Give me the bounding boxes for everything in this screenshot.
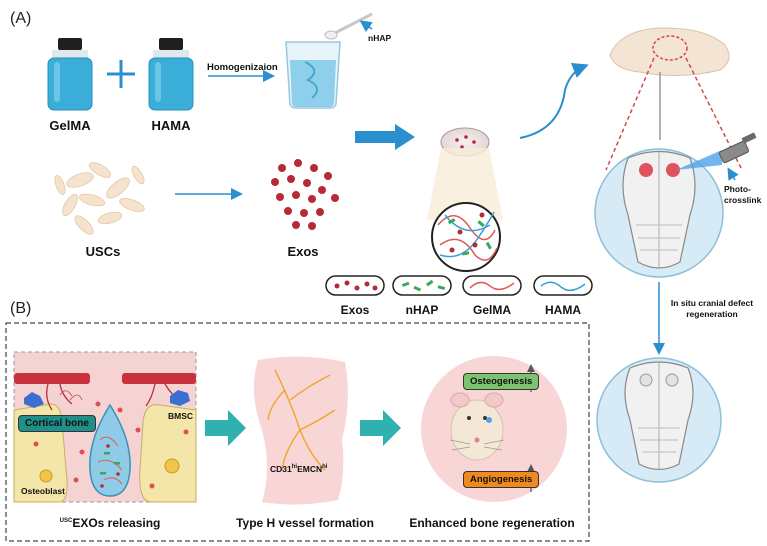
gelma-bottle-icon [47,38,93,111]
homogenization-label: Homogenizaion [207,62,278,73]
beaker-icon [285,41,341,109]
legend-exos-swatch [325,275,385,296]
legend-exos-label: Exos [340,303,370,317]
legend-gelma-label: GelMA [472,303,512,317]
panel-b-label: (B) [10,300,32,317]
cortical-bone-badge: Cortical bone [18,415,96,432]
angiogenesis-badge: Angiogenesis [463,471,540,488]
caption-exos-releasing: USCEXOs releasing [60,516,161,530]
rat-head-icon [609,27,730,140]
emcn-text: EMCN [297,464,323,474]
caption-usc-sup: USC [59,518,73,524]
nhap-pointer-arrow [359,20,373,33]
spoon-icon [324,12,373,40]
regeneration-line1: In situ cranial defect [670,298,754,308]
legend-hama-swatch [533,275,593,296]
photocrosslink-pointer [727,167,739,181]
skull-regenerated-view [596,357,722,483]
type-h-vessel-tissue [253,356,348,505]
osteogenesis-badge: Osteogenesis [463,373,540,390]
zoom-line-left [605,57,655,171]
cd31-emcn-label: CD31hiEMCNhi [270,464,327,474]
cd31-text: CD31 [270,464,292,474]
skull-defect-view [594,148,724,278]
combine-arrow [355,124,415,150]
nhap-spoon-label: nHAP [368,33,392,43]
photocrosslink-line1: Photo- [724,184,751,194]
caption-exos-main: EXOs releasing [72,516,161,530]
bmsc-label: BMSC [168,411,194,421]
caption-type-h: Type H vessel formation [236,516,374,530]
uv-light-device-icon [718,132,757,164]
hydrogel-dish-icon [427,127,503,220]
hama-label: HAMA [151,118,191,133]
photocrosslink-line2: crosslink [724,195,762,205]
usc-cells-icon [54,162,145,235]
teal-arrow-2 [360,410,401,446]
caption-enhanced-bone: Enhanced bone regeneration [409,516,575,530]
bone-niche-scene [13,351,197,503]
osteoblast-label: Osteoblast [21,486,65,496]
implant-arrow [519,63,589,139]
regeneration-line2: regeneration [686,309,738,319]
rat-face-scene [421,356,567,502]
exos-cluster-icon [271,159,339,230]
teal-arrow-1 [205,410,246,446]
legend-nhap-label: nHAP [405,303,439,317]
panel-b-frame [5,322,590,542]
hama-bottle-icon [148,38,194,111]
uscs-label: USCs [85,244,121,259]
cd31-sup: hi [291,464,298,471]
legend-nhap-swatch [392,275,452,296]
gelma-label: GelMA [49,118,91,133]
exos-label: Exos [287,244,319,259]
emcn-sup: hi [322,464,328,471]
plus-icon [107,60,135,88]
hydrogel-network-zoom [431,202,501,272]
legend-gelma-swatch [462,275,522,296]
legend-hama-label: HAMA [545,303,581,317]
panel-a-label: (A) [10,10,32,27]
